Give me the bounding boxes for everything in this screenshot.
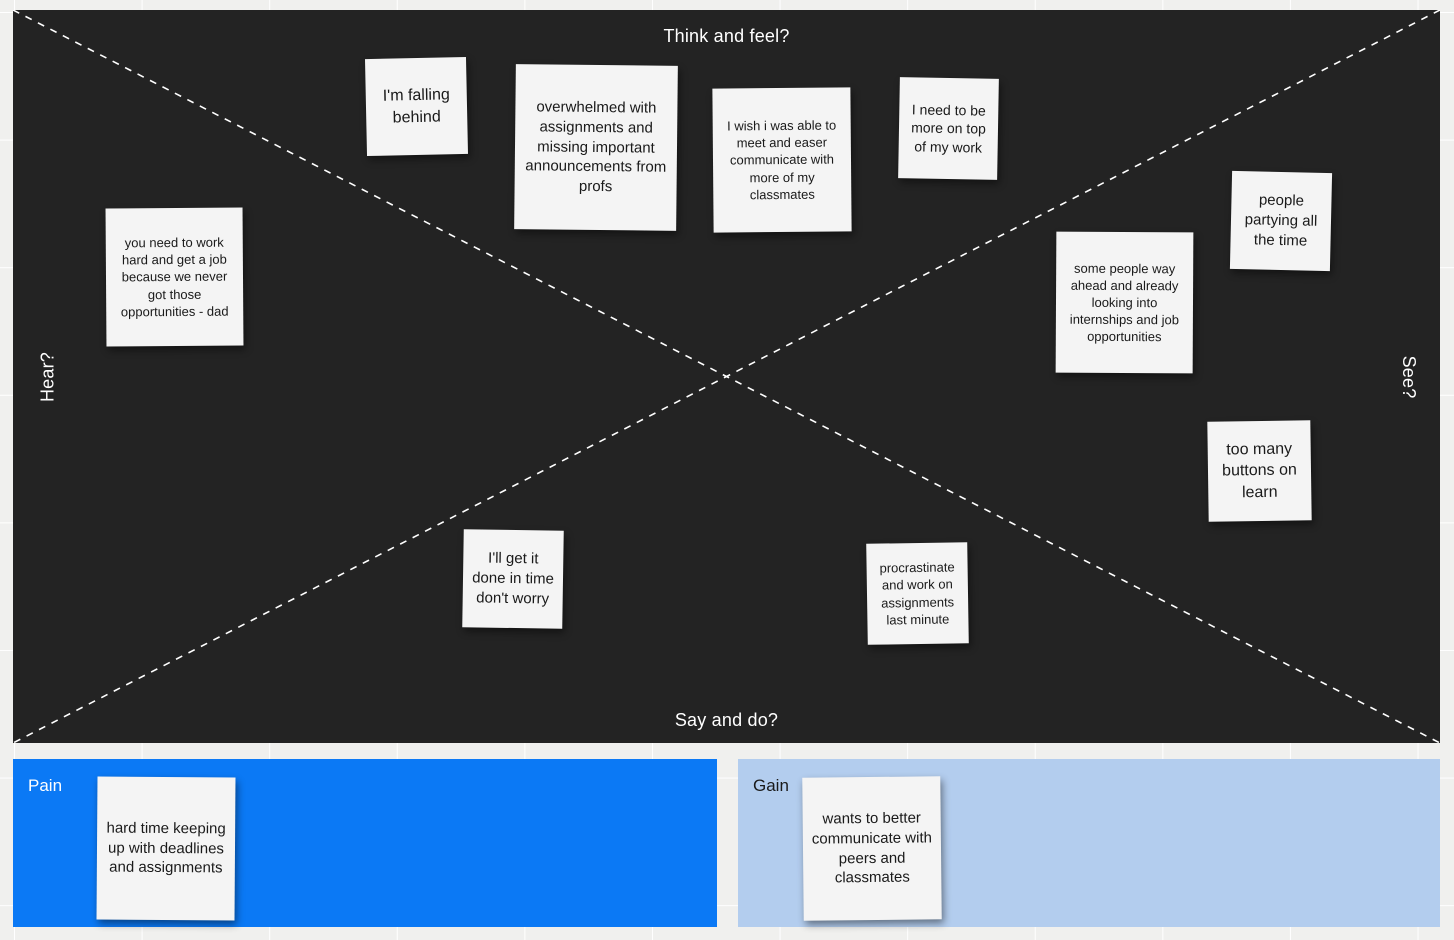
sticky-note-text: I wish i was able to meet and easer comm… — [727, 117, 837, 203]
sticky-note-text: procrastinate and work on assignments la… — [879, 559, 955, 628]
quadrant-label-hear: Hear? — [37, 351, 58, 402]
sticky-note-note-too-many-buttons[interactable]: too many buttons on learn — [1207, 420, 1312, 522]
sticky-note-note-ahead-internships[interactable]: some people way ahead and already lookin… — [1055, 231, 1194, 374]
sticky-note-note-procrastinate[interactable]: procrastinate and work on assignments la… — [866, 542, 969, 645]
sticky-note-text: I'll get it done in time don't worry — [472, 549, 554, 608]
sticky-note-text: you need to work hard and get a job beca… — [120, 234, 229, 320]
quadrant-label-see: See? — [1399, 355, 1420, 398]
sticky-note-note-hard-time-deadlines[interactable]: hard time keeping up with deadlines and … — [96, 776, 236, 921]
sticky-note-note-overwhelmed[interactable]: overwhelmed with assignments and missing… — [514, 64, 678, 231]
sticky-note-text: people partying all the time — [1244, 191, 1318, 250]
sticky-note-text: hard time keeping up with deadlines and … — [106, 819, 226, 877]
sticky-note-note-top-of-work[interactable]: I need to be more on top of my work — [898, 77, 999, 180]
sticky-note-note-better-communicate[interactable]: wants to better communicate with peers a… — [802, 776, 942, 921]
sticky-note-text: overwhelmed with assignments and missing… — [525, 98, 667, 196]
sticky-note-text: some people way ahead and already lookin… — [1069, 260, 1180, 345]
gain-band-label: Gain — [753, 776, 789, 795]
sticky-note-text: too many buttons on learn — [1222, 440, 1297, 501]
quadrant-label-think-and-feel: Think and feel? — [663, 26, 790, 46]
sticky-note-note-falling-behind[interactable]: I'm falling behind — [364, 56, 469, 157]
sticky-note-note-partying[interactable]: people partying all the time — [1229, 170, 1333, 272]
sticky-note-note-dad-advice[interactable]: you need to work hard and get a job beca… — [105, 207, 244, 347]
sticky-note-text: I'm falling behind — [382, 86, 450, 126]
sticky-note-note-wish-communicate[interactable]: I wish i was able to meet and easer comm… — [712, 87, 852, 233]
sticky-note-note-get-it-done[interactable]: I'll get it done in time don't worry — [462, 529, 564, 629]
quadrant-label-say-and-do: Say and do? — [674, 710, 779, 730]
sticky-note-text: wants to better communicate with peers a… — [811, 809, 932, 887]
sticky-note-text: I need to be more on top of my work — [911, 101, 986, 156]
pain-band-label: Pain — [28, 776, 63, 795]
